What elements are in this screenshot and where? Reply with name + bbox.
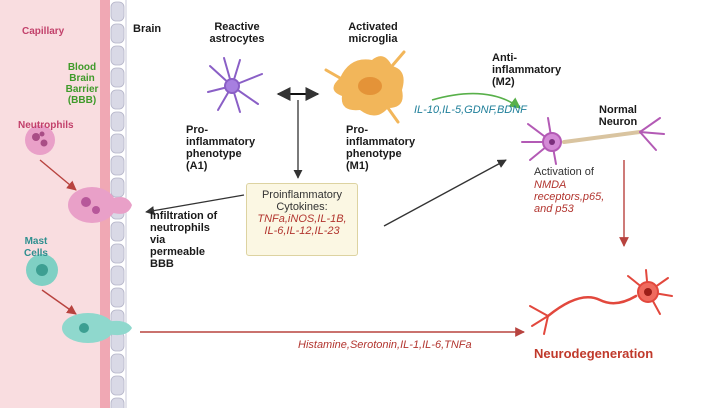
m1-phenotype-label: Pro- inflammatory phenotype (M1) xyxy=(346,124,416,172)
cytokines-title: Proinflammatory xyxy=(261,189,343,201)
barrier-cell xyxy=(110,23,125,44)
arrow-to-neuron xyxy=(383,159,507,227)
transmigrating-neutrophil xyxy=(68,187,132,223)
barrier-cell xyxy=(110,89,125,110)
neutrophil-migration-arrow xyxy=(39,159,77,191)
mast-cells-label: Mast Cells xyxy=(24,236,48,259)
cytokines-list: TNFa,iNOS,IL-1B, xyxy=(257,213,347,225)
mast-mediators-label: Histamine,Serotonin,IL-1,IL-6,TNFa xyxy=(298,339,472,351)
brain-label: Brain xyxy=(133,23,162,35)
microglia-cell xyxy=(324,50,406,124)
normal-neuron xyxy=(521,117,665,165)
astrocytes-label: Reactive astrocytes xyxy=(209,21,265,45)
activation-targets: NMDA receptors,p65, and p53 xyxy=(534,179,605,215)
barrier-cell xyxy=(110,243,125,264)
barrier-cell xyxy=(110,133,125,154)
microglia-label: Activated microglia xyxy=(348,21,398,45)
barrier-cell xyxy=(110,265,125,286)
transmigrating-mast-cell xyxy=(62,313,132,343)
barrier-cell xyxy=(110,155,125,176)
a1-phenotype-label: Pro- inflammatory phenotype (A1) xyxy=(186,124,256,172)
bbb-label: Blood Brain Barrier (BBB) xyxy=(65,62,99,106)
barrier-cell xyxy=(110,397,125,408)
barrier-cell xyxy=(110,67,125,88)
capillary-label: Capillary xyxy=(22,26,65,37)
barrier-cell xyxy=(110,177,125,198)
neutrophils-label: Neutrophils xyxy=(18,120,74,131)
m2-arrow xyxy=(431,92,521,109)
barrier-cell xyxy=(110,375,125,396)
barrier-cell xyxy=(110,1,125,22)
mast-migration-arrow xyxy=(41,289,77,315)
neutrophil-cell xyxy=(25,125,55,155)
normal-neuron-label: Normal Neuron xyxy=(598,104,638,128)
barrier-cell xyxy=(110,353,125,374)
m2-factors-label: IL-10,IL-5,GDNF,BDNF xyxy=(414,104,527,116)
neurodegeneration-label: Neurodegeneration xyxy=(534,346,654,361)
arrow-to-infiltration xyxy=(145,194,245,216)
mast-cell xyxy=(26,254,58,286)
astrocyte-cell xyxy=(207,57,263,113)
m2-label: Anti- inflammatory (M2) xyxy=(492,52,562,88)
barrier-cell xyxy=(110,221,125,242)
infiltration-label: Infiltration of neutrophils via permeabl… xyxy=(150,210,218,270)
degenerating-neuron xyxy=(529,269,673,335)
barrier-cell xyxy=(110,45,125,66)
activation-label: Activation of xyxy=(534,166,594,178)
barrier-cell xyxy=(110,111,125,132)
cytokines-box: Proinflammatory Cytokines: TNFa,iNOS,IL-… xyxy=(246,183,358,256)
barrier-cell xyxy=(110,287,125,308)
